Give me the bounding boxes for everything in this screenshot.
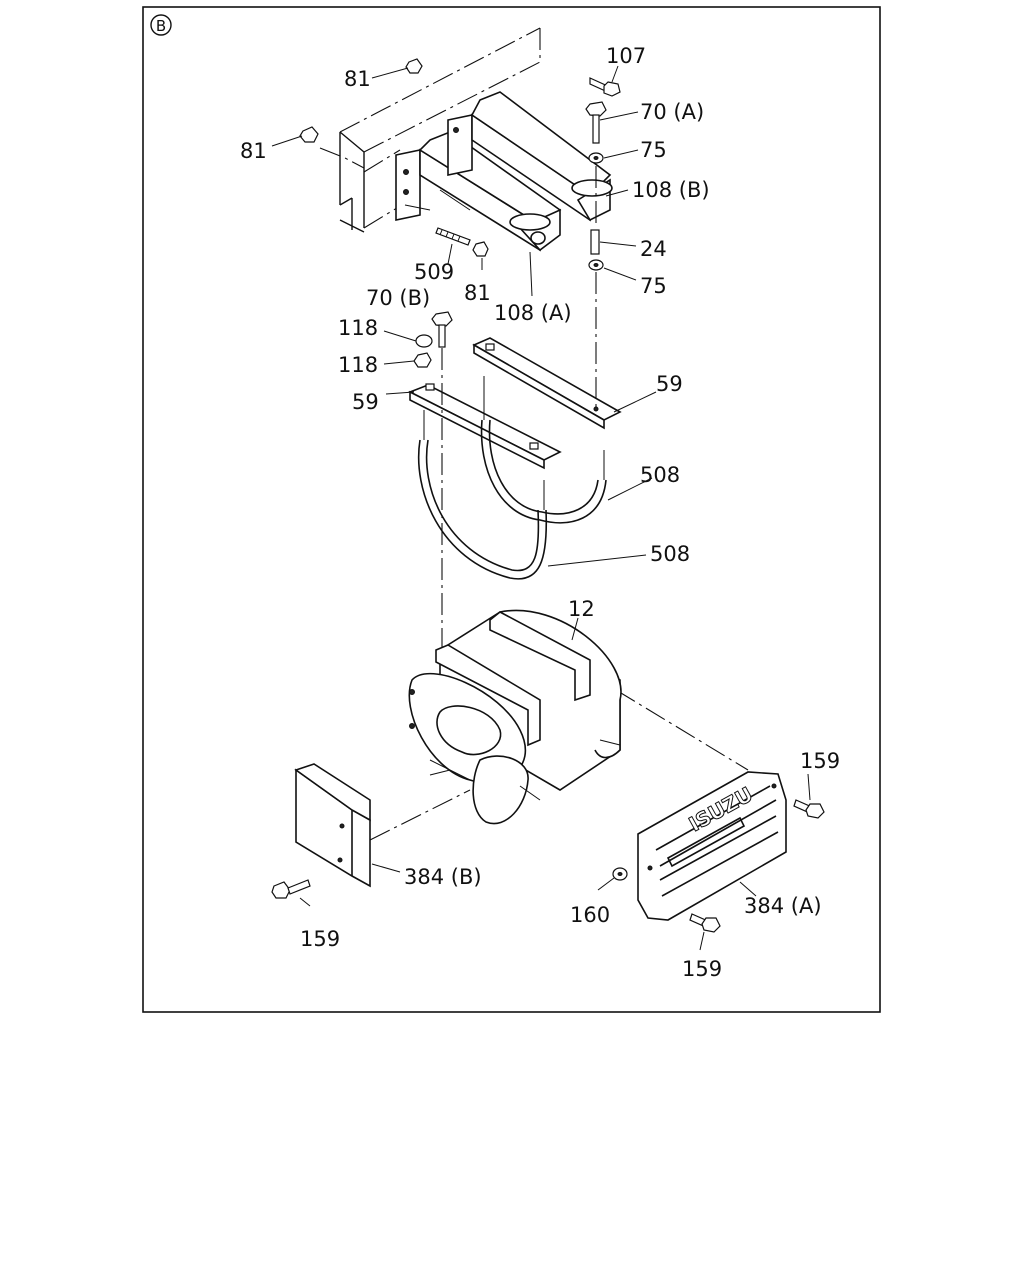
callout-384a: 384 (A) xyxy=(744,894,822,918)
callout-59-front: 59 xyxy=(352,390,379,414)
callout-508-front: 508 xyxy=(650,542,690,566)
callout-108a: 108 (A) xyxy=(494,301,572,325)
callout-384b: 384 (B) xyxy=(404,865,482,889)
washer-160 xyxy=(612,867,628,881)
nut-118-b xyxy=(413,352,432,368)
diagram-frame xyxy=(142,6,881,1013)
washer-118-a xyxy=(415,334,433,348)
callout-81-left: 81 xyxy=(240,139,267,163)
washer-75-lower xyxy=(588,259,604,271)
muffler-12 xyxy=(408,609,622,825)
svg-text:B: B xyxy=(156,17,166,35)
callout-159-right-bottom: 159 xyxy=(682,957,722,981)
nut-81-left xyxy=(299,126,319,143)
callout-12: 12 xyxy=(568,597,595,621)
callout-81-top: 81 xyxy=(344,67,371,91)
channel-59-front xyxy=(408,383,562,470)
callout-59-rear: 59 xyxy=(656,372,683,396)
nut-81-top xyxy=(405,58,423,74)
callout-508-rear: 508 xyxy=(640,463,680,487)
bolt-70b xyxy=(431,311,453,348)
callout-24: 24 xyxy=(640,237,667,261)
callout-159-left: 159 xyxy=(300,927,340,951)
callout-118-a: 118 xyxy=(338,316,378,340)
nut-81-middle xyxy=(472,241,489,257)
callout-107: 107 xyxy=(606,44,646,68)
channel-59-rear xyxy=(472,337,622,430)
washer-75-upper xyxy=(588,152,604,164)
callout-75-upper: 75 xyxy=(640,138,667,162)
callout-159-right-top: 159 xyxy=(800,749,840,773)
callout-81-middle: 81 xyxy=(464,281,491,305)
callout-70b: 70 (B) xyxy=(366,286,430,310)
bracket-108b xyxy=(447,91,613,222)
callout-108b: 108 (B) xyxy=(632,178,710,202)
callout-75-lower: 75 xyxy=(640,274,667,298)
section-marker: B xyxy=(150,14,172,36)
callout-70a: 70 (A) xyxy=(640,100,704,124)
strap-508-rear xyxy=(480,376,607,524)
bolt-159-right-bottom xyxy=(689,913,721,933)
bolt-107 xyxy=(589,77,621,97)
frame-rail-phantom xyxy=(339,27,541,233)
bolt-159-right-top xyxy=(793,799,825,819)
pin-24 xyxy=(590,229,600,255)
callout-118-b: 118 xyxy=(338,353,378,377)
callout-160: 160 xyxy=(570,903,610,927)
bracket-108a xyxy=(395,131,562,252)
cover-384b xyxy=(294,763,371,888)
bolt-159-left xyxy=(271,879,311,899)
stud-509 xyxy=(435,227,471,246)
callout-509: 509 xyxy=(414,260,454,284)
bolt-70a xyxy=(585,101,607,144)
cover-384a xyxy=(637,771,787,921)
leader-lines xyxy=(271,65,811,951)
strap-508-front xyxy=(417,410,548,580)
alignment-lines xyxy=(319,147,749,841)
